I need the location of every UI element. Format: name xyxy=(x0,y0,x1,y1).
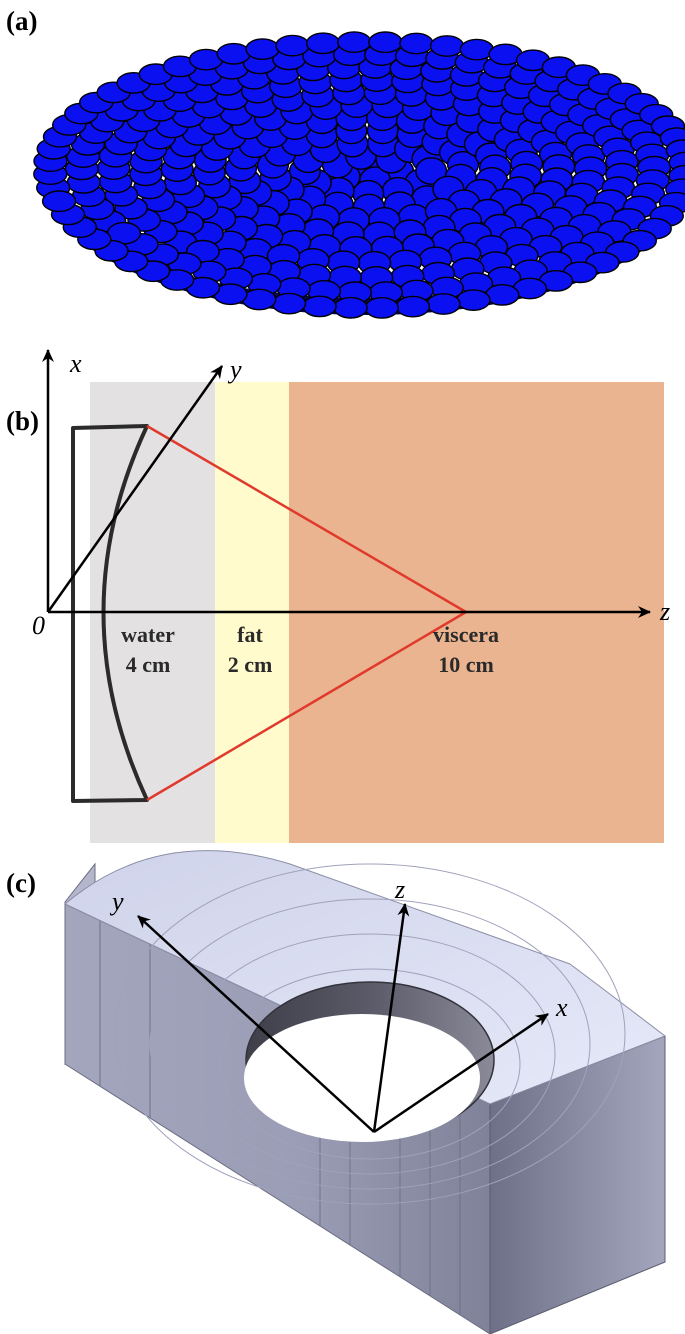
z-axis-label-c: z xyxy=(394,875,405,904)
fat-label: fat xyxy=(237,622,263,647)
transducer-element xyxy=(337,31,372,53)
transducer-elements xyxy=(33,31,685,319)
transducer-element xyxy=(216,42,251,65)
transducer-cross-section xyxy=(71,424,149,803)
transducer-element xyxy=(275,34,310,57)
transducer-element xyxy=(242,288,277,311)
transducer-element xyxy=(333,296,368,319)
beam-edge-upper xyxy=(146,424,467,614)
beam-edge-lower xyxy=(146,610,467,802)
transducer-element xyxy=(41,190,77,213)
transducer-element xyxy=(459,38,494,61)
transducer-element xyxy=(485,283,520,306)
x-axis-label-c: x xyxy=(555,993,568,1022)
transducer-element xyxy=(245,38,280,60)
water-label: water xyxy=(121,622,175,647)
water-thickness: 4 cm xyxy=(126,652,171,677)
transducer-array-dish xyxy=(33,31,685,319)
panel-c-label: (c) xyxy=(6,868,36,898)
panel-a-label: (a) xyxy=(6,6,38,36)
transducer-element xyxy=(364,296,399,319)
central-hole-opening xyxy=(244,1014,480,1142)
transducer-solid-model: y z x xyxy=(64,850,667,1334)
transducer-element xyxy=(302,295,337,318)
y-axis-arrow xyxy=(46,365,224,613)
transducer-element xyxy=(399,32,434,55)
transducer-element xyxy=(368,31,403,54)
transducer-element xyxy=(271,292,307,315)
transducer-element xyxy=(456,289,491,311)
transducer-element xyxy=(395,295,431,318)
transducer-element xyxy=(305,32,341,55)
layered-medium-diagram: x y z 0 water 4 cm fat 2 cm viscera 10 c… xyxy=(32,349,670,843)
z-axis-arrow-c xyxy=(372,903,410,1133)
origin-label: 0 xyxy=(32,611,45,640)
z-axis-label: z xyxy=(659,597,670,626)
y-axis-label: y xyxy=(227,355,242,384)
x-axis-arrow-c xyxy=(373,1012,549,1134)
viscera-thickness: 10 cm xyxy=(438,652,494,677)
panel-b-label: (b) xyxy=(6,406,39,436)
x-axis-label: x xyxy=(69,349,82,378)
surface-grooves xyxy=(114,863,626,1205)
y-axis-arrow-c xyxy=(137,915,375,1133)
transducer-element xyxy=(426,293,461,315)
fat-thickness: 2 cm xyxy=(228,652,273,677)
viscera-label: viscera xyxy=(433,622,499,647)
y-axis-label-c: y xyxy=(109,887,124,916)
transducer-element xyxy=(429,35,465,57)
